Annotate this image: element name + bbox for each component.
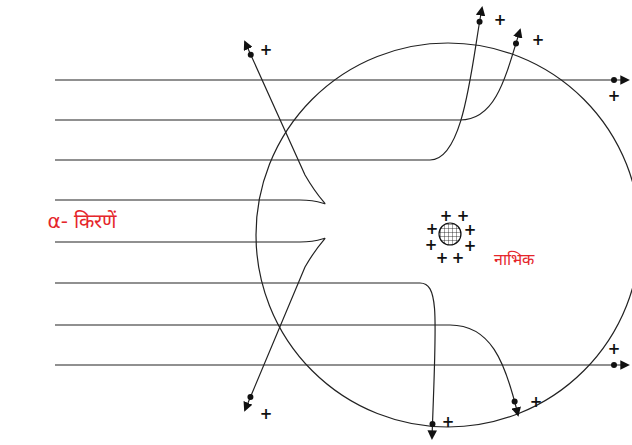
alpha-path <box>55 238 325 410</box>
charge-sign: + <box>426 222 439 237</box>
charge-sign: + <box>464 239 477 254</box>
alpha-particle <box>248 52 254 58</box>
charge-sign: + <box>494 13 507 28</box>
alpha-path <box>55 30 520 120</box>
nucleus <box>439 223 461 245</box>
charge-sign: + <box>457 209 470 224</box>
charge-sign: + <box>425 238 438 253</box>
alpha-particle <box>513 40 519 46</box>
charge-sign: + <box>260 43 273 58</box>
alpha-path <box>55 79 628 80</box>
nucleus-label: नाभिक <box>492 251 536 269</box>
alpha-particle <box>429 421 435 427</box>
charge-sign: + <box>530 395 543 410</box>
charge-sign: + <box>608 342 621 357</box>
alpha-particle <box>611 362 617 368</box>
atom-outline <box>256 43 632 427</box>
alpha-particle <box>247 394 253 400</box>
charge-sign: + <box>440 209 453 224</box>
alpha-particle <box>611 77 617 83</box>
alpha-path <box>55 283 435 438</box>
ray-label: α- किरणें <box>45 210 120 232</box>
charge-sign: + <box>442 415 455 430</box>
charge-sign: + <box>260 407 273 422</box>
charge-sign: + <box>464 223 477 238</box>
charge-sign: + <box>452 251 465 266</box>
alpha-particle <box>477 19 483 25</box>
charge-sign: + <box>532 33 545 48</box>
alpha-path <box>55 8 482 160</box>
alpha-path <box>55 42 325 204</box>
charge-sign: + <box>436 251 449 266</box>
alpha-path <box>55 364 628 365</box>
alpha-path <box>55 325 518 415</box>
charge-sign: + <box>608 89 621 104</box>
alpha-particle <box>512 398 518 404</box>
